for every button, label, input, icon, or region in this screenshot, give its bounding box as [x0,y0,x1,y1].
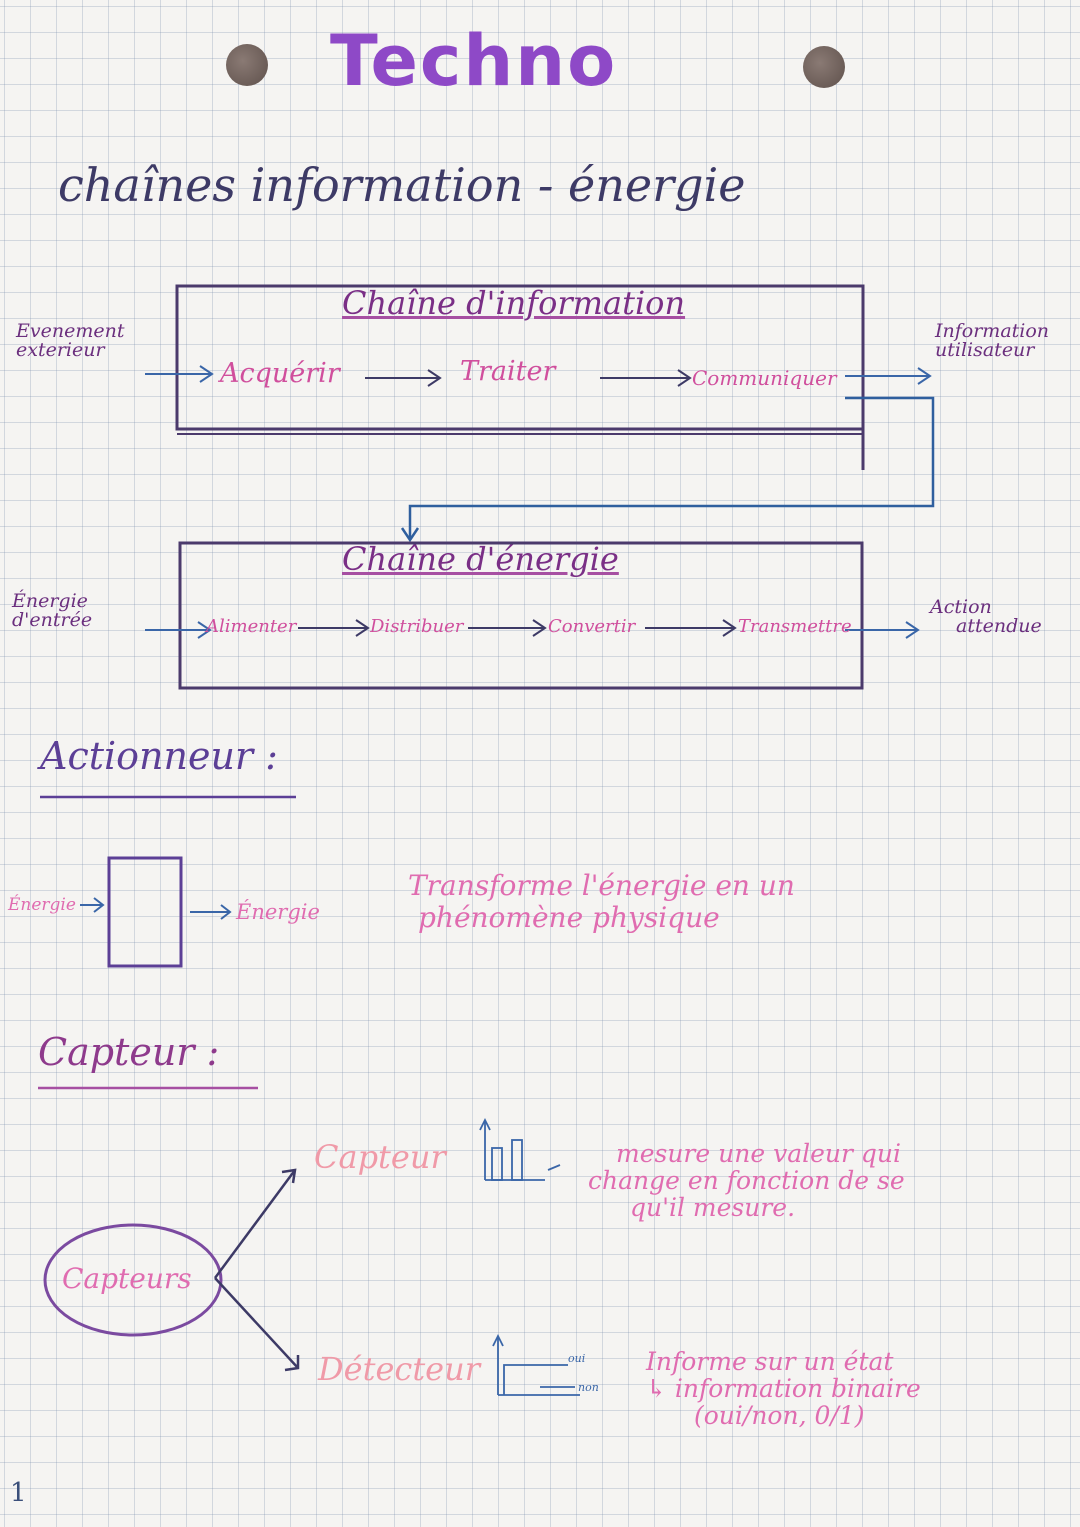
energy-output-line2: attendue [956,615,1042,637]
page-subtitle: chaînes information - énergie [58,158,746,212]
branch-detecteur [214,1277,299,1369]
actionneur-input-label: Énergie [8,895,76,915]
energy-output-line1: Action [930,596,992,618]
detecteur-description: Informe sur un état ↳ information binair… [646,1348,921,1429]
actionneur-box [107,856,183,968]
energy-chain-box [178,541,864,690]
info-chain-output: Information utilisateur [935,322,1049,360]
info-output-line1: Information [935,320,1050,342]
info-chain-input: Evenement exterieur [16,322,124,360]
info-output-line2: utilisateur [935,339,1035,361]
step-alimenter: Alimenter [206,616,297,637]
energy-input-line2: d'entrée [12,609,93,631]
step-traiter: Traiter [460,356,556,387]
binder-hole-left [226,44,268,86]
capteur-mini-graph [479,1117,561,1181]
detecteur-desc-line2: ↳ information binaire [646,1374,921,1403]
capteur-desc-line2: change en fonction de se [588,1166,905,1195]
step-distribuer: Distribuer [370,616,464,637]
actionneur-description: Transforme l'énergie en un phénomène phy… [408,870,795,934]
energy-chain-input: Énergie d'entrée [12,592,92,630]
branch-capteur [213,1169,297,1279]
binder-hole-right [803,46,845,88]
actionneur-output-label: Énergie [236,900,320,924]
capteur-heading: Capteur : [38,1030,220,1074]
capteurs-ellipse [43,1223,223,1337]
actionneur-heading: Actionneur : [40,734,278,778]
info-input-line1: Evenement [16,320,125,342]
energy-input-line1: Énergie [12,590,88,612]
page-number: 1 [10,1478,27,1508]
info-input-line2: exterieur [16,339,105,361]
capteur-desc-line3: qu'il mesure. [630,1193,796,1222]
page-title: Techno [330,20,618,102]
detecteur-graph-oui: oui [568,1352,586,1365]
actionneur-desc-line2: phénomène physique [418,901,720,934]
branch-detecteur-label: Détecteur [318,1350,481,1388]
info-chain-title: Chaîne d'information [342,284,686,322]
detecteur-mini-graph [492,1333,580,1396]
branch-capteur-label: Capteur [314,1138,446,1176]
capteur-desc-line1: mesure une valeur qui [616,1139,901,1168]
detecteur-desc-line3: (oui/non, 0/1) [694,1401,865,1430]
step-transmettre: Transmettre [738,616,852,637]
info-chain-box [175,284,865,431]
step-acquerir: Acquérir [220,358,340,389]
step-communiquer: Communiquer [692,366,837,390]
detecteur-graph-non: non [578,1381,599,1394]
step-convertir: Convertir [548,616,636,637]
actionneur-desc-line1: Transforme l'énergie en un [408,869,795,902]
detecteur-desc-line1: Informe sur un état [646,1347,894,1376]
capteurs-root-label: Capteurs [62,1262,192,1295]
energy-chain-title: Chaîne d'énergie [342,540,619,578]
energy-chain-output: Action attendue [930,598,1042,636]
info-to-energy-link [408,396,935,540]
capteur-description: mesure une valeur qui change en fonction… [588,1140,905,1221]
